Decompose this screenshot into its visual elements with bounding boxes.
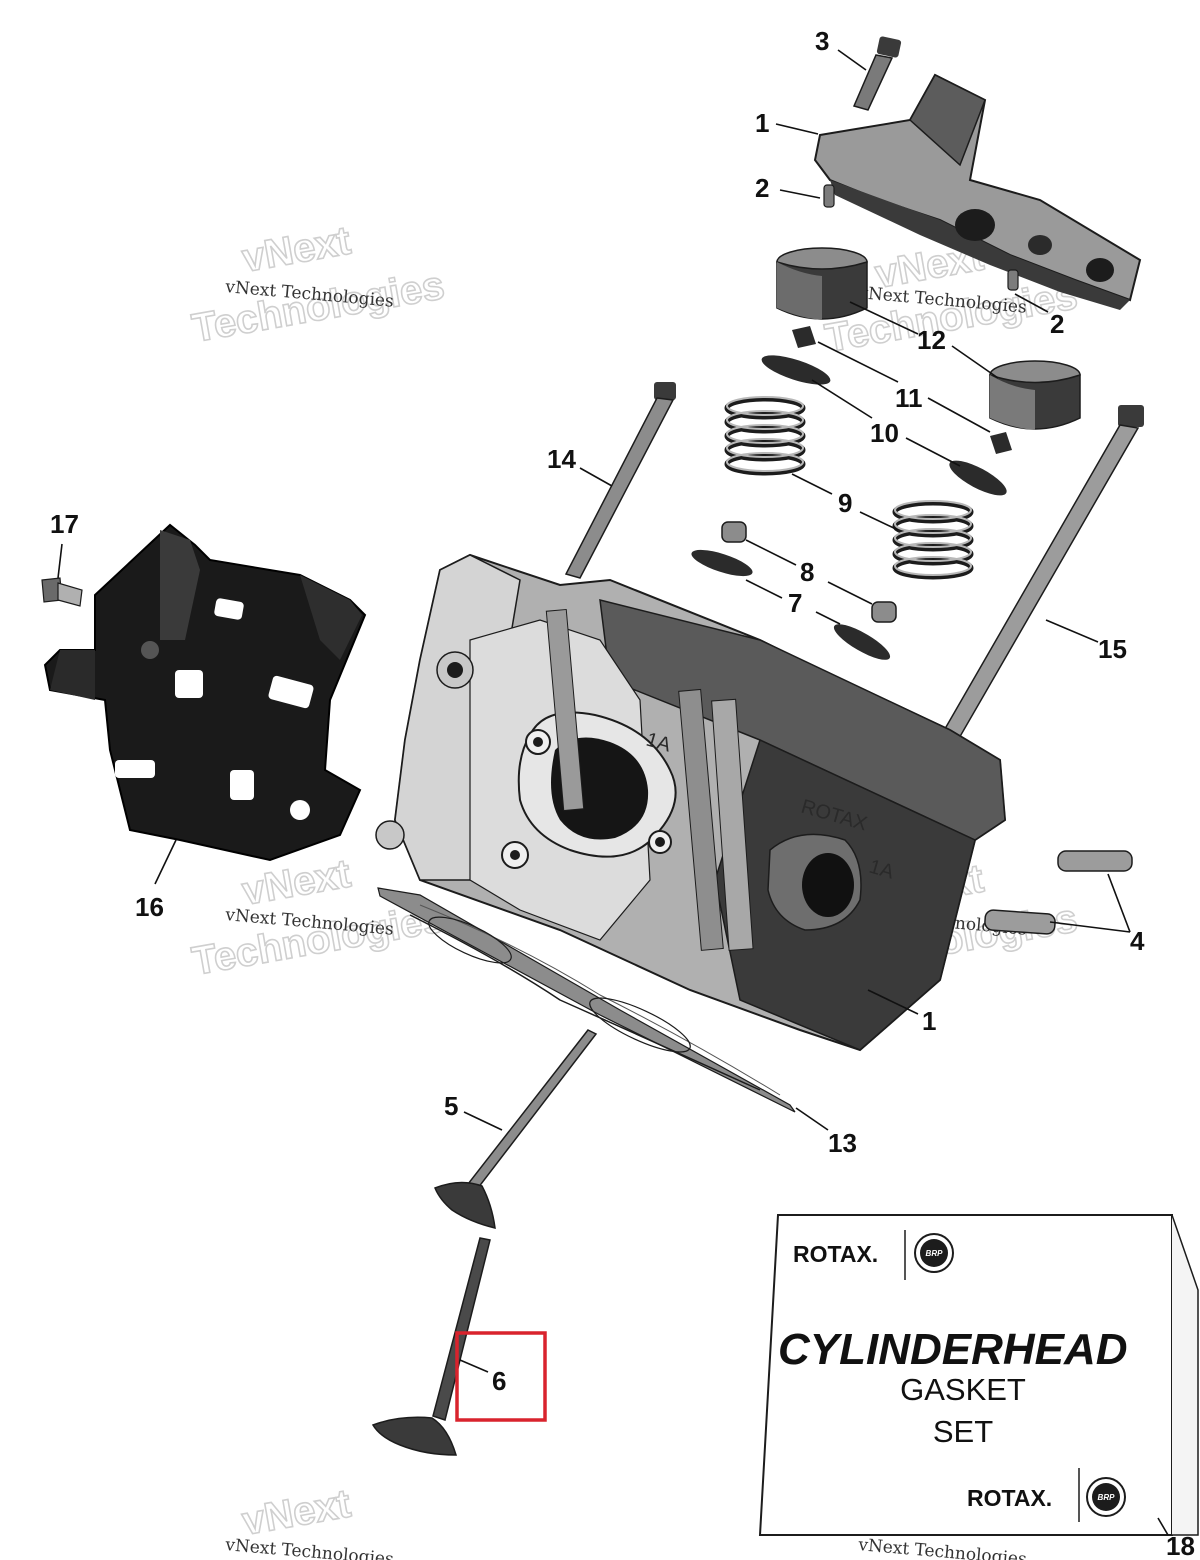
callout-9[interactable]: 9 bbox=[838, 488, 852, 518]
intake-valve-part-5 bbox=[434, 1029, 598, 1229]
callout-4[interactable]: 4 bbox=[1130, 926, 1145, 956]
valve-keeper-part-11b bbox=[990, 432, 1012, 454]
watermark-small: vNext Technologies bbox=[224, 1535, 395, 1560]
brp-logo-top-icon: BRP bbox=[914, 1233, 954, 1273]
callout-3[interactable]: 3 bbox=[815, 26, 829, 56]
callout-10[interactable]: 10 bbox=[870, 418, 899, 448]
kit-line-set: SET bbox=[933, 1414, 993, 1449]
valve-stem-seal-part-8b bbox=[871, 601, 897, 623]
tappet-part-12a bbox=[776, 247, 868, 320]
callout-1-head[interactable]: 1 bbox=[922, 1006, 936, 1036]
spring-retainer-part-10a bbox=[761, 355, 831, 385]
callout-8[interactable]: 8 bbox=[800, 557, 814, 587]
callout-6[interactable]: 6 bbox=[492, 1366, 506, 1396]
callout-12[interactable]: 12 bbox=[917, 325, 946, 355]
valve-spring-part-9a bbox=[724, 396, 806, 476]
spring-seat-part-7a bbox=[691, 549, 753, 577]
callout-11[interactable]: 11 bbox=[895, 383, 923, 413]
head-gasket-part-13 bbox=[377, 887, 796, 1113]
valve-spring-part-9b bbox=[892, 500, 974, 580]
watermark-big-1: vNext bbox=[239, 852, 354, 914]
callout-2-right[interactable]: 2 bbox=[1050, 309, 1064, 339]
camshaft-cap-part-1 bbox=[813, 73, 1142, 310]
kit-rotax-logo-top: ROTAX. bbox=[793, 1241, 878, 1267]
callout-17[interactable]: 17 bbox=[50, 509, 79, 539]
spring-seat-part-7b bbox=[833, 624, 891, 660]
brp-logo-bottom-icon: BRP bbox=[1086, 1477, 1126, 1517]
dowel-sleeve-part-4b bbox=[984, 909, 1056, 935]
callout-2-left[interactable]: 2 bbox=[755, 173, 769, 203]
watermark-small: vNext Technologies bbox=[857, 1535, 1028, 1560]
kit-line-gasket: GASKET bbox=[900, 1372, 1026, 1407]
bolt-part-17 bbox=[41, 577, 83, 607]
watermark-top-left: vNext Technologies vNext Technologies bbox=[188, 218, 448, 352]
bolt-part-3 bbox=[852, 36, 902, 111]
kit-rotax-logo-bottom: ROTAX. bbox=[967, 1485, 1052, 1511]
bracket-part-16 bbox=[43, 523, 367, 862]
head-bolt-part-15 bbox=[940, 405, 1144, 741]
gasket-kit-box-part-18: ROTAX. BRP CYLINDERHEAD GASKET SET ROTAX… bbox=[758, 1214, 1199, 1536]
spring-retainer-part-10b bbox=[949, 460, 1007, 496]
cylinder-head-part-1: ROTAX 1A 1A bbox=[375, 553, 1007, 1052]
valve-stem-seal-part-8a bbox=[721, 521, 747, 543]
dowel-pin-part-2 bbox=[823, 184, 835, 208]
watermark-big-1: vNext bbox=[239, 1482, 354, 1544]
watermark-big-1: vNext bbox=[239, 219, 354, 281]
tappet-part-12b bbox=[989, 360, 1081, 430]
exhaust-valve-part-6 bbox=[371, 1237, 491, 1456]
dowel-pin-part-2b bbox=[1007, 269, 1019, 291]
highlight-box-part-6[interactable] bbox=[455, 1331, 547, 1422]
brp-text-top: BRP bbox=[926, 1249, 944, 1258]
kit-title: CYLINDERHEAD bbox=[778, 1325, 1128, 1374]
callout-15[interactable]: 15 bbox=[1098, 634, 1127, 664]
callout-1-cap[interactable]: 1 bbox=[755, 108, 769, 138]
valve-keeper-part-11a bbox=[792, 326, 816, 348]
leader-lines bbox=[57, 49, 1169, 1536]
watermark-bottom-left: vNext vNext Technologies bbox=[224, 1481, 395, 1560]
callout-13[interactable]: 13 bbox=[828, 1128, 857, 1158]
dowel-sleeve-part-4a bbox=[1057, 850, 1133, 872]
callouts: 3 1 2 2 12 11 10 14 9 17 8 7 15 16 4 1 5… bbox=[50, 26, 1195, 1560]
callout-16[interactable]: 16 bbox=[135, 892, 164, 922]
callout-5[interactable]: 5 bbox=[444, 1091, 458, 1121]
callout-7[interactable]: 7 bbox=[788, 588, 802, 618]
head-bolt-part-14 bbox=[564, 382, 676, 579]
brp-text-bottom: BRP bbox=[1098, 1493, 1116, 1502]
callout-14[interactable]: 14 bbox=[547, 444, 576, 474]
callout-18[interactable]: 18 bbox=[1166, 1531, 1195, 1560]
watermark-mid-left: vNext Technologies vNext Technologies bbox=[188, 851, 448, 985]
